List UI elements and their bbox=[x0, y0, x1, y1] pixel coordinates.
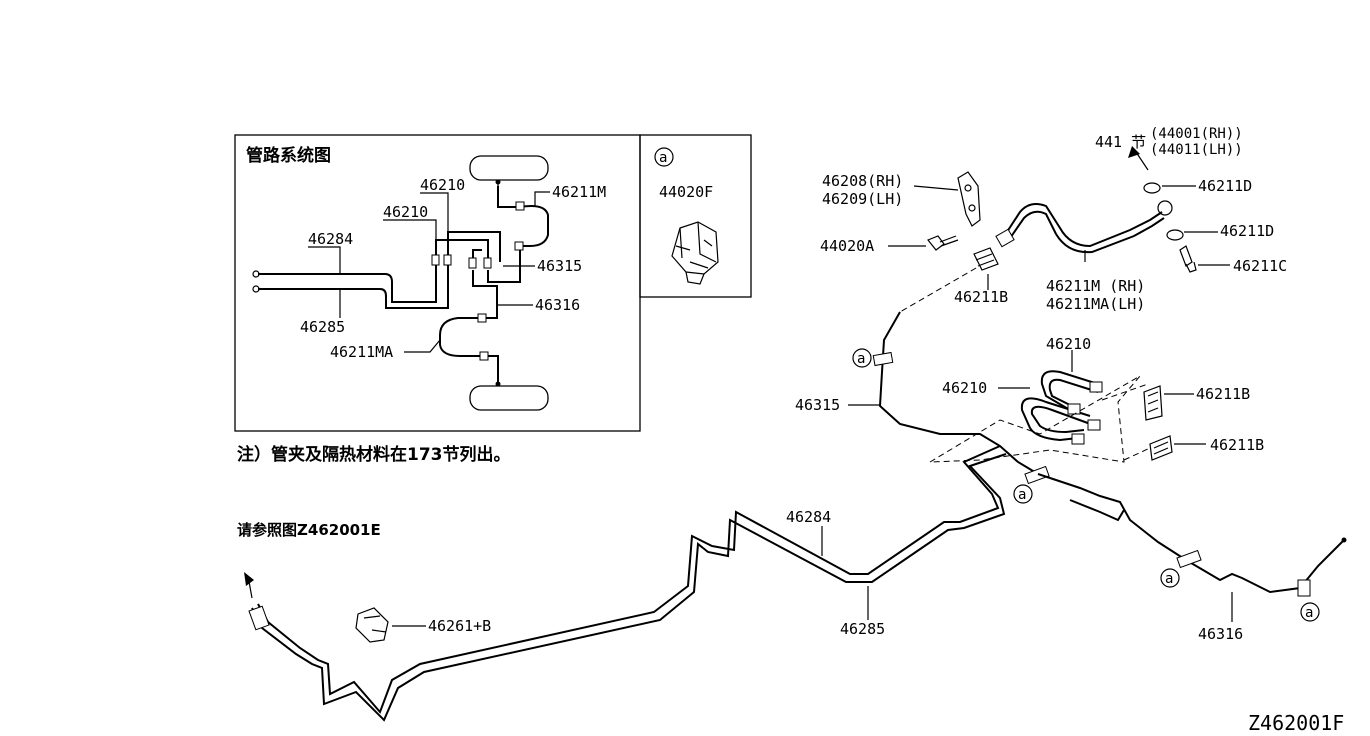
label-46315: 46315 bbox=[795, 396, 840, 414]
label-46211C: 46211C bbox=[1233, 257, 1287, 275]
clip-46261B-icon bbox=[355, 607, 389, 643]
label-46211B-mid2: 46211B bbox=[1210, 436, 1264, 454]
washer-46211D-top bbox=[1143, 182, 1161, 194]
inset-label-46210-b: 46210 bbox=[383, 203, 428, 221]
bracket-46208 bbox=[957, 171, 981, 227]
clip-44020F-icon bbox=[671, 221, 719, 285]
label-46211D-1: 46211D bbox=[1198, 177, 1252, 195]
label-46208: 46208(RH) bbox=[822, 172, 903, 190]
callout-a-3 bbox=[1160, 568, 1180, 588]
inset-rear-brake-bottom bbox=[469, 385, 549, 411]
clip-46211B-mid2-icon bbox=[1149, 435, 1173, 461]
bolt-46211C-icon bbox=[1179, 245, 1197, 273]
reference-text: 请参照图Z462001E bbox=[237, 521, 381, 539]
pipe-46315 bbox=[872, 311, 1039, 475]
inset-label-46316: 46316 bbox=[535, 296, 580, 314]
detail-box-symbol: a bbox=[659, 150, 667, 166]
inset-rear-brake-top bbox=[469, 155, 549, 181]
callout-a-1-text: a bbox=[857, 351, 865, 367]
inset-label-46315: 46315 bbox=[537, 257, 582, 275]
label-46209: 46209(LH) bbox=[822, 190, 903, 208]
inset-label-46284: 46284 bbox=[308, 230, 353, 248]
label-46210-b: 46210 bbox=[942, 379, 987, 397]
hose-46211M bbox=[995, 200, 1173, 254]
label-44011: (44011(LH)) bbox=[1150, 142, 1243, 158]
label-46210-a: 46210 bbox=[1046, 335, 1091, 353]
callout-a-1 bbox=[852, 348, 872, 368]
clip-46211B-upper-icon bbox=[973, 247, 999, 271]
callout-a-4-text: a bbox=[1305, 605, 1313, 621]
inset-label-46211MA: 46211MA bbox=[330, 343, 393, 361]
label-44020A: 44020A bbox=[820, 237, 874, 255]
inset-label-46285: 46285 bbox=[300, 318, 345, 336]
bolt-44020A-icon bbox=[927, 235, 959, 251]
diagram-code: Z462001F bbox=[1248, 711, 1344, 735]
label-46211B-mid1: 46211B bbox=[1196, 385, 1250, 403]
clip-46211B-mid1-icon bbox=[1143, 385, 1163, 421]
callout-a-3-text: a bbox=[1165, 571, 1173, 587]
inset-title: 管路系统图 bbox=[246, 145, 331, 166]
label-46211M: 46211M (RH) bbox=[1046, 277, 1145, 295]
callout-a-2-text: a bbox=[1018, 487, 1026, 503]
label-46211MA: 46211MA(LH) bbox=[1046, 295, 1145, 313]
callout-a-2 bbox=[1013, 484, 1033, 504]
piping-system-inset: 管路系统图 46210 4 bbox=[234, 134, 641, 432]
inset-label-46210-a: 46210 bbox=[420, 176, 465, 194]
label-44001: (44001(RH)) bbox=[1150, 126, 1243, 142]
label-46316: 46316 bbox=[1198, 625, 1243, 643]
label-46284: 46284 bbox=[786, 508, 831, 526]
inset-label-46211M: 46211M bbox=[552, 183, 606, 201]
label-46261B: 46261+B bbox=[428, 617, 491, 635]
label-441: 441 节 bbox=[1095, 133, 1146, 151]
note-text: 注）管夹及隔热材料在173节列出。 bbox=[237, 444, 511, 465]
washer-46211D-bottom bbox=[1166, 229, 1184, 241]
label-46285: 46285 bbox=[840, 620, 885, 638]
label-46211B-top: 46211B bbox=[954, 288, 1008, 306]
pipe-46284-46285 bbox=[244, 445, 1007, 722]
detail-box-44020F: a 44020F bbox=[639, 134, 752, 298]
callout-a-4 bbox=[1300, 602, 1320, 622]
detail-box-part: 44020F bbox=[659, 183, 713, 201]
label-46211D-2: 46211D bbox=[1220, 222, 1274, 240]
tube-46210 bbox=[1020, 370, 1103, 445]
pipe-46316 bbox=[1037, 473, 1347, 597]
